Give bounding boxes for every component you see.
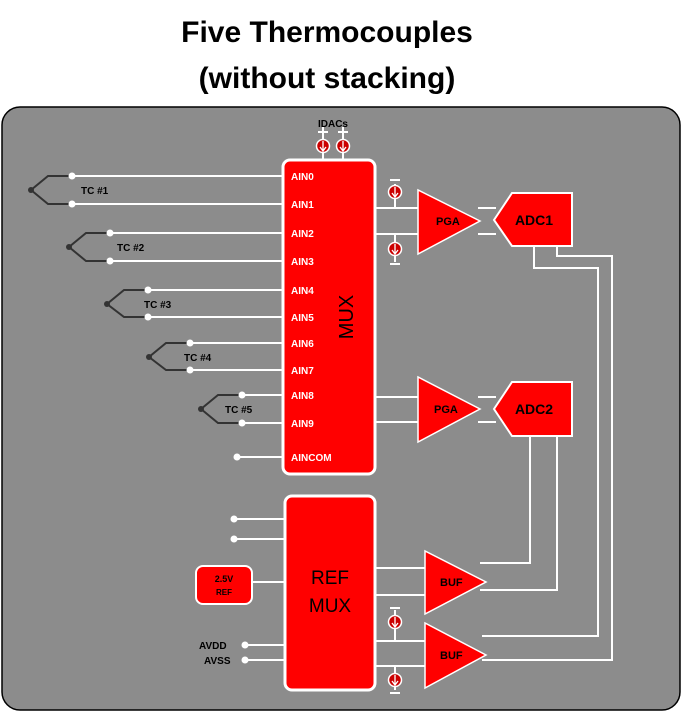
title-line-1: Five Thermocouples [181,16,473,49]
thermocouple-4: TC #4 [146,339,212,374]
pin-ain6: AIN6 [291,339,314,350]
pga1-block: PGA [417,188,482,256]
ref-input-terminal [230,535,238,543]
tc5-label: TC #5 [225,405,253,416]
pin-ain7: AIN7 [291,366,314,377]
buf1-block: BUF [424,549,488,616]
buf2-block: BUF [424,621,488,690]
pin-ain5: AIN5 [291,313,314,324]
pga2-label: PGA [434,404,458,416]
thermocouple-1: TC #1 [28,172,109,208]
ref-source-label-line-1: 2.5V [215,574,234,584]
tc1-label: TC #1 [81,186,109,197]
buf2-current-sources [387,607,403,694]
avss-terminal [241,656,249,664]
avss-label: AVSS [204,656,231,667]
adc2-block: ADC2 [492,381,573,437]
ref-source-label-line-2: REF [216,588,232,597]
aincom-terminal [233,453,241,461]
ref-mux-label-line-2: MUX [309,596,352,617]
pin-ain8: AIN8 [291,391,314,402]
pin-ain4: AIN4 [291,286,314,297]
adc2-label: ADC2 [515,401,553,417]
pin-ain2: AIN2 [291,229,314,240]
buf1-label: BUF [440,577,463,589]
pga2-block: PGA [417,375,482,444]
ref-mux-block: REF MUX [283,494,377,692]
idacs-label: IDACs [318,119,348,130]
thermocouple-2: TC #2 [66,229,145,265]
title-line-2: (without stacking) [199,62,456,95]
ref-input-terminal [230,515,238,523]
pin-ain3: AIN3 [291,257,314,268]
tc4-label: TC #4 [184,353,212,364]
thermocouple-3: TC #3 [104,286,172,321]
mux-label: MUX [336,295,358,339]
thermocouple-5: TC #5 [198,391,253,427]
adc1-block: ADC1 [492,192,573,247]
pin-ain1: AIN1 [291,200,314,211]
voltage-reference-block: 2.5V REF [195,565,253,605]
buf2-label: BUF [440,650,463,662]
pin-ain0: AIN0 [291,172,314,183]
avdd-label: AVDD [199,641,227,652]
tc2-label: TC #2 [117,243,145,254]
pin-ain9: AIN9 [291,419,314,430]
adc1-label: ADC1 [515,212,553,228]
avdd-terminal [241,641,249,649]
mux-block: MUX AIN0 AIN1 AIN2 AIN3 AIN4 AIN5 AIN6 A… [281,158,377,476]
ref-mux-label-line-1: REF [311,568,349,589]
pga1-current-sources [387,179,403,265]
pga1-label: PGA [436,216,460,228]
tc3-label: TC #3 [144,300,172,311]
wires [72,127,613,690]
pin-aincom: AINCOM [291,453,332,464]
idacs: IDACs [315,119,351,154]
